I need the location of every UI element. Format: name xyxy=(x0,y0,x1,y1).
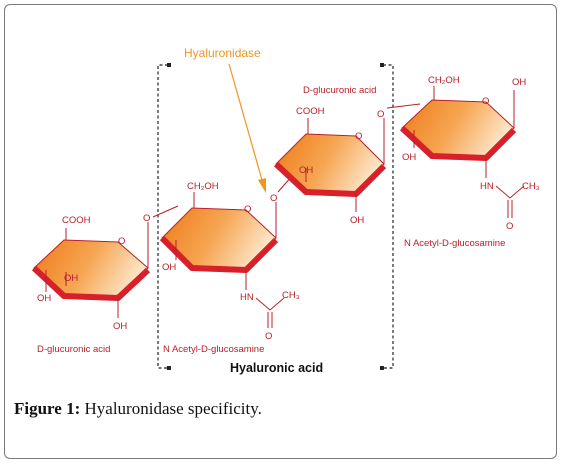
figure-frame xyxy=(4,4,557,459)
polymer-label: Hyaluronic acid xyxy=(230,361,323,375)
link2-o: O xyxy=(270,193,277,204)
u1-oh-bottom: OH xyxy=(113,321,127,332)
u4-ch2oh: CH₂OH xyxy=(428,75,460,86)
u4-ring-o: O xyxy=(482,96,489,107)
u1-ring-o: O xyxy=(118,236,125,247)
u4-oh-top: OH xyxy=(512,77,526,88)
u4-name: N Acetyl-D-glucosamine xyxy=(404,238,505,249)
enzyme-label: Hyaluronidase xyxy=(184,46,261,60)
caption-text: Hyaluronidase specificity. xyxy=(80,399,262,418)
u3-oh-bottom: OH xyxy=(350,215,364,226)
u4-oh: OH xyxy=(402,152,416,163)
u2-ch2oh: CH₂OH xyxy=(187,181,219,192)
u1-oh-left: OH xyxy=(37,293,51,304)
u2-ring-o: O xyxy=(244,204,251,215)
ring-d-glucuronic-acid-1 xyxy=(31,222,151,318)
u2-name: N Acetyl-D-glucosamine xyxy=(163,344,264,355)
u3-name: D-glucuronic acid xyxy=(303,85,376,96)
figure-caption: Figure 1: Hyaluronidase specificity. xyxy=(14,399,262,419)
ring-d-glucuronic-acid-2 xyxy=(273,118,387,212)
ring-n-acetyl-d-glucosamine-1 xyxy=(159,192,285,328)
hyaluronidase-arrow xyxy=(228,63,266,193)
u2-ch3: CH₃ xyxy=(282,290,300,301)
u4-ch3: CH₃ xyxy=(522,181,540,192)
u4-carbonyl-o: O xyxy=(506,221,513,232)
u2-hn: HN xyxy=(240,292,254,303)
u3-ring-o: O xyxy=(355,131,362,142)
u1-name: D-glucuronic acid xyxy=(37,344,110,355)
u2-carbonyl-o: O xyxy=(265,331,272,342)
u2-oh: OH xyxy=(162,262,176,273)
link3-o: O xyxy=(377,109,384,120)
link1-o: O xyxy=(143,213,150,224)
u3-oh-inner: OH xyxy=(299,165,313,176)
hyaluronic-acid-bracket xyxy=(157,64,394,369)
ring-n-acetyl-d-glucosamine-2 xyxy=(399,86,525,218)
u3-cooh: COOH xyxy=(296,106,325,117)
u1-cooh: COOH xyxy=(62,215,91,226)
caption-prefix: Figure 1: xyxy=(14,399,81,418)
u4-hn: HN xyxy=(480,181,494,192)
u1-oh-inner: OH xyxy=(64,273,78,284)
